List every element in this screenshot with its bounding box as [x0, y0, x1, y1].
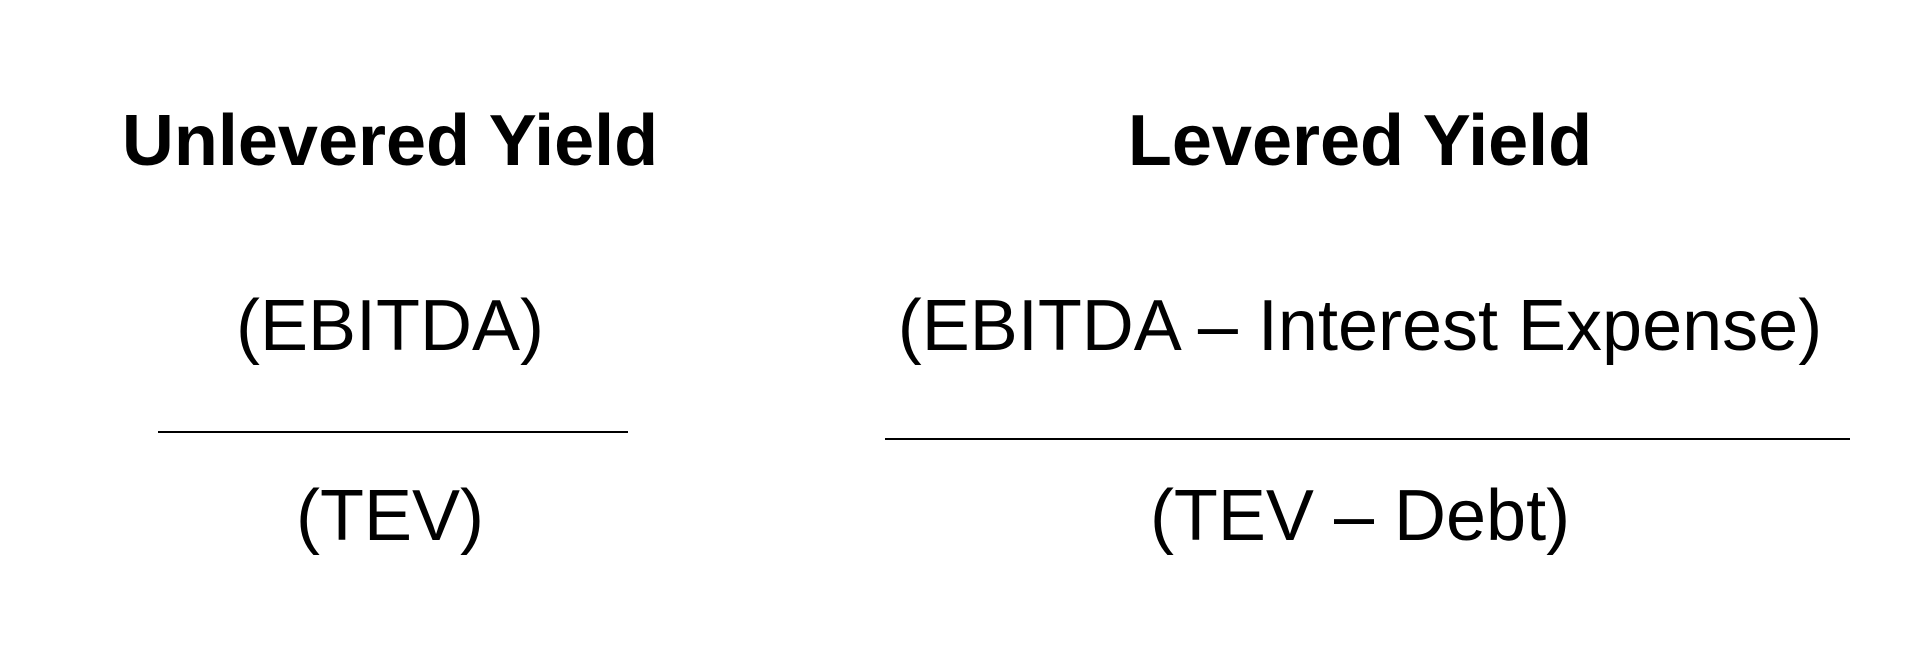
- levered-yield-formula: Levered Yield (EBITDA – Interest Expense…: [860, 0, 1860, 671]
- unlevered-yield-formula: Unlevered Yield (EBITDA) (TEV): [90, 0, 690, 671]
- unlevered-yield-title: Unlevered Yield: [121, 101, 659, 181]
- levered-yield-numerator: (EBITDA – Interest Expense): [897, 286, 1823, 366]
- levered-yield-title: Levered Yield: [1127, 101, 1593, 181]
- levered-yield-denominator: (TEV – Debt): [1149, 476, 1571, 556]
- unlevered-yield-numerator: (EBITDA): [235, 286, 544, 366]
- levered-yield-fraction-bar: [885, 438, 1850, 440]
- unlevered-yield-fraction-bar: [158, 431, 628, 433]
- unlevered-yield-denominator: (TEV): [296, 476, 484, 556]
